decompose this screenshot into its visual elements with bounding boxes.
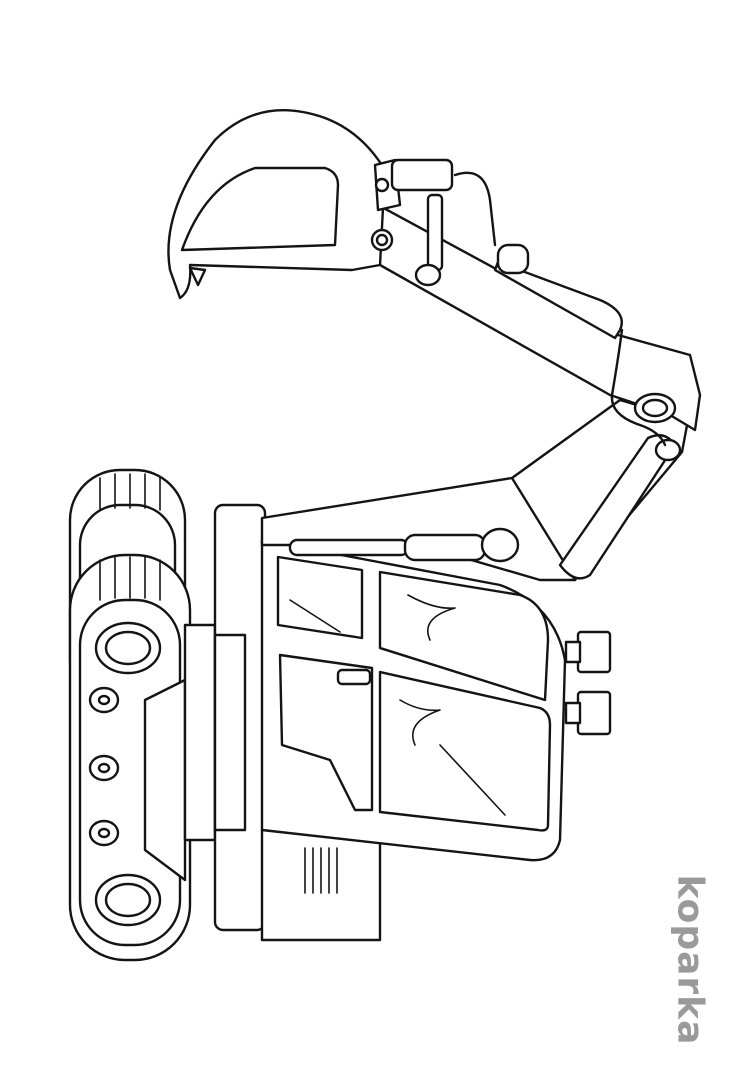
cab-light-top	[578, 632, 610, 672]
stick	[378, 173, 700, 445]
hydraulic-hose	[612, 330, 665, 445]
boom-ram-pin	[482, 529, 518, 561]
turntable-ring	[185, 625, 215, 840]
caption-text: koparka	[669, 874, 711, 1046]
engine-vent	[305, 848, 337, 893]
cab-window-main	[380, 672, 550, 830]
stick-arm	[378, 205, 700, 430]
track-wheel-bottom	[96, 875, 160, 925]
track-side-plate	[145, 680, 185, 880]
operator-cab	[262, 540, 610, 860]
cab-window-small	[278, 557, 362, 638]
hydraulic-hose	[455, 173, 495, 245]
boom	[262, 400, 688, 580]
track-roller	[90, 821, 118, 845]
boom-ram-rod	[290, 540, 408, 555]
bucket-cylinder	[392, 160, 452, 190]
cab-light-bottom	[578, 692, 610, 734]
cab-window-top	[380, 572, 548, 700]
bucket-cylinder-rod	[428, 195, 442, 270]
cab-light-mount	[566, 703, 580, 723]
track-roller	[90, 756, 118, 780]
track-wheel-top	[96, 623, 160, 673]
cab-light-mount	[566, 642, 580, 662]
door-handle	[338, 670, 370, 684]
boom-cylinder-end	[656, 440, 680, 460]
track-roller	[90, 688, 118, 712]
track-treads	[100, 474, 160, 600]
stick-cylinder-cap	[498, 245, 528, 273]
bucket-inner	[182, 168, 338, 250]
stick-pivot	[635, 394, 675, 422]
bucket-tooth	[190, 268, 205, 285]
track-assembly	[70, 470, 190, 960]
stick-cylinder	[495, 262, 622, 338]
cab-door	[280, 655, 372, 810]
boom-ram-body	[405, 535, 485, 560]
body-step	[215, 635, 245, 830]
bucket-pivot	[372, 230, 392, 250]
upper-structure	[185, 505, 380, 940]
bucket-pin	[376, 179, 388, 191]
bucket	[168, 110, 452, 298]
bucket-cylinder-end	[416, 265, 440, 285]
